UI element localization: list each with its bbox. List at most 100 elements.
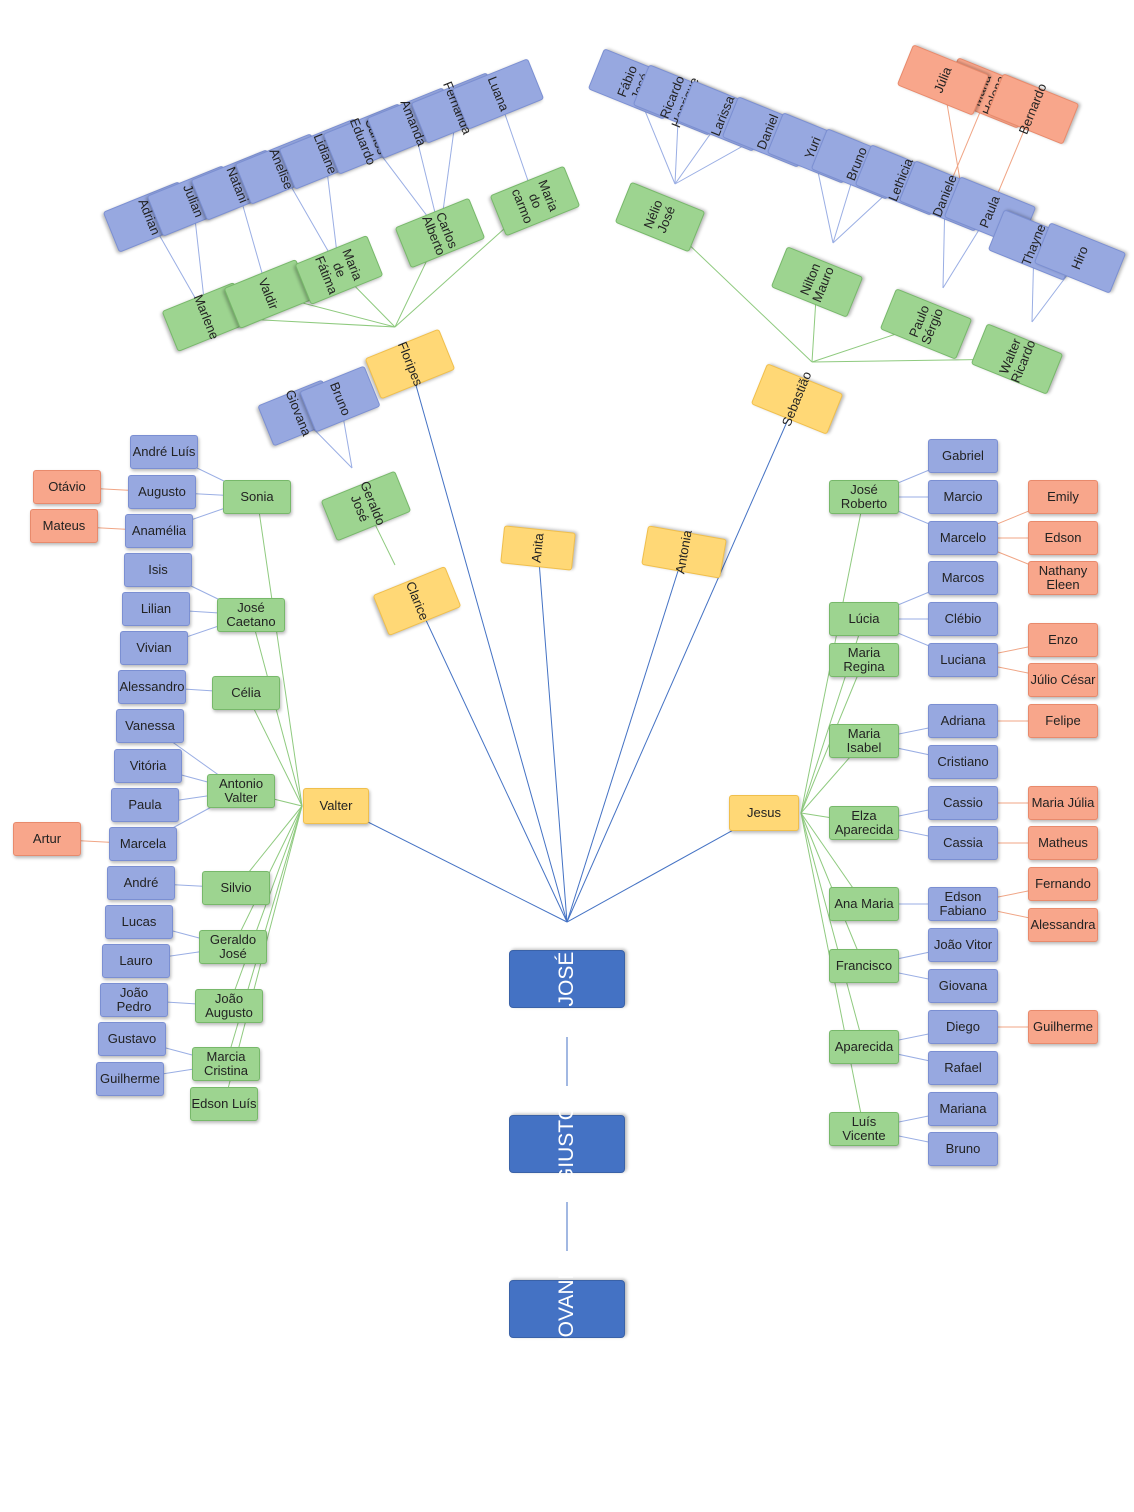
person-node-alessandro: Alessandro: [118, 670, 186, 704]
node-label: GIUSTO: [555, 1103, 579, 1185]
person-node-edson-luis: Edson Luís: [190, 1087, 258, 1121]
node-label: Bruno: [945, 1140, 981, 1156]
person-node-maria-regina: Maria Regina: [829, 643, 899, 677]
person-node-mariana: Mariana: [928, 1092, 998, 1126]
person-node-sonia: Sonia: [223, 480, 291, 514]
person-node-elza-aparecida: Elza Aparecida: [829, 806, 899, 840]
node-label: Marcos: [941, 569, 985, 585]
connector-floripes: [409, 363, 568, 923]
node-label: JOSÉ: [555, 951, 579, 1007]
node-label: Guilherme: [100, 1070, 160, 1086]
node-label: Alessandro: [119, 678, 185, 694]
person-node-joao-augusto: João Augusto: [195, 989, 263, 1023]
person-node-anita: Anita: [500, 525, 576, 571]
person-node-isis: Isis: [124, 553, 192, 587]
node-label: Marlene: [190, 292, 223, 342]
person-node-cassio: Cassio: [928, 786, 998, 820]
node-label: Guilherme: [1033, 1018, 1093, 1034]
person-node-adriana: Adriana: [928, 704, 998, 738]
person-node-marcelo: Marcelo: [928, 521, 998, 555]
person-node-luis-vicente: Luís Vicente: [829, 1112, 899, 1146]
node-label: Nilton Mauro: [796, 260, 837, 305]
person-node-lauro: Lauro: [102, 944, 170, 978]
node-label: Giovana: [938, 977, 988, 993]
node-label: Sebastião: [778, 369, 815, 429]
person-node-diego: Diego: [928, 1010, 998, 1044]
node-label: Lauro: [119, 952, 153, 968]
node-label: Silvio: [220, 879, 252, 895]
node-label: Marcio: [943, 488, 983, 504]
person-node-vanessa: Vanessa: [116, 709, 184, 743]
person-node-joao-vitor: João Vitor: [928, 928, 998, 962]
person-node-giovana: Giovana: [928, 969, 998, 1003]
node-label: Francisco: [835, 957, 893, 973]
person-node-augusto: Augusto: [128, 475, 196, 509]
person-node-geraldo-jose: Geraldo José: [199, 930, 267, 964]
node-label: Gustavo: [107, 1030, 157, 1046]
person-node-maria-isabel: Maria Isabel: [829, 724, 899, 758]
node-label: Cassia: [943, 834, 983, 850]
node-label: Marcia Cristina: [203, 1048, 249, 1078]
node-label: Rafael: [944, 1059, 982, 1075]
node-label: Hiro: [1067, 243, 1091, 272]
node-label: Ana Maria: [834, 895, 894, 911]
connector-jose-caetano: [250, 614, 303, 807]
node-label: Lucas: [121, 913, 157, 929]
node-label: Mateus: [42, 517, 86, 533]
node-label: Nélio José: [640, 197, 679, 235]
connector-antonia: [566, 551, 685, 923]
person-node-marcos: Marcos: [928, 561, 998, 595]
person-node-matheus: Matheus: [1028, 826, 1098, 860]
node-label: Aparecida: [834, 1038, 894, 1054]
person-node-clebio: Clébio: [928, 602, 998, 636]
node-label: Geraldo José: [209, 931, 257, 961]
node-label: Enzo: [1048, 631, 1078, 647]
connector-sonia: [256, 496, 303, 807]
node-label: Felipe: [1045, 712, 1081, 728]
node-label: Sonia: [240, 488, 274, 504]
node-label: Bernardo: [1015, 81, 1050, 137]
node-label: Vivian: [136, 639, 172, 655]
person-node-vivian: Vivian: [120, 631, 188, 665]
connector-valter: [335, 805, 568, 923]
node-label: Jesus: [747, 804, 781, 820]
node-label: Paulo Sérgio: [905, 302, 947, 347]
node-label: Lilian: [140, 600, 172, 616]
person-node-artur: Artur: [13, 822, 81, 856]
person-node-lucas: Lucas: [105, 905, 173, 939]
node-label: Clarice: [403, 579, 433, 623]
connector-celia: [245, 692, 303, 807]
person-node-jose-caetano: José Caetano: [217, 598, 285, 632]
node-label: Mariana: [939, 1100, 987, 1116]
person-node-gabriel: Gabriel: [928, 439, 998, 473]
node-label: Matheus: [1038, 834, 1088, 850]
person-node-edson: Edson: [1028, 521, 1098, 555]
person-node-francisco: Francisco: [829, 949, 899, 983]
person-node-jose: JOSÉ: [509, 950, 625, 1008]
person-node-silvio: Silvio: [202, 871, 270, 905]
connector-anita: [537, 547, 568, 923]
node-label: Anita: [528, 532, 547, 564]
node-label: Edson Fabiano: [939, 888, 987, 918]
node-label: Cristiano: [937, 753, 989, 769]
node-label: Emily: [1047, 488, 1079, 504]
person-node-cassia: Cassia: [928, 826, 998, 860]
person-node-marcia-cristina: Marcia Cristina: [192, 1047, 260, 1081]
person-node-otavio: Otávio: [33, 470, 101, 504]
node-label: Edson: [1044, 529, 1082, 545]
node-label: Walter Ricardo: [995, 336, 1039, 386]
person-node-nathany-eleen: Nathany Eleen: [1028, 561, 1098, 595]
node-label: João Vitor: [933, 936, 993, 952]
node-label: Valter: [319, 797, 353, 813]
connector-jesus: [566, 812, 765, 923]
node-label: Luís Vicente: [842, 1113, 886, 1143]
node-label: José Roberto: [840, 481, 888, 511]
person-node-bruno: Bruno: [928, 1132, 998, 1166]
person-node-emily: Emily: [1028, 480, 1098, 514]
person-node-rafael: Rafael: [928, 1051, 998, 1085]
person-node-alessandra: Alessandra: [1028, 908, 1098, 942]
node-label: Nathany Eleen: [1038, 562, 1088, 592]
node-label: Carlos Alberto: [419, 209, 462, 258]
node-label: Clébio: [944, 610, 982, 626]
connector-aparecida: [800, 812, 865, 1048]
